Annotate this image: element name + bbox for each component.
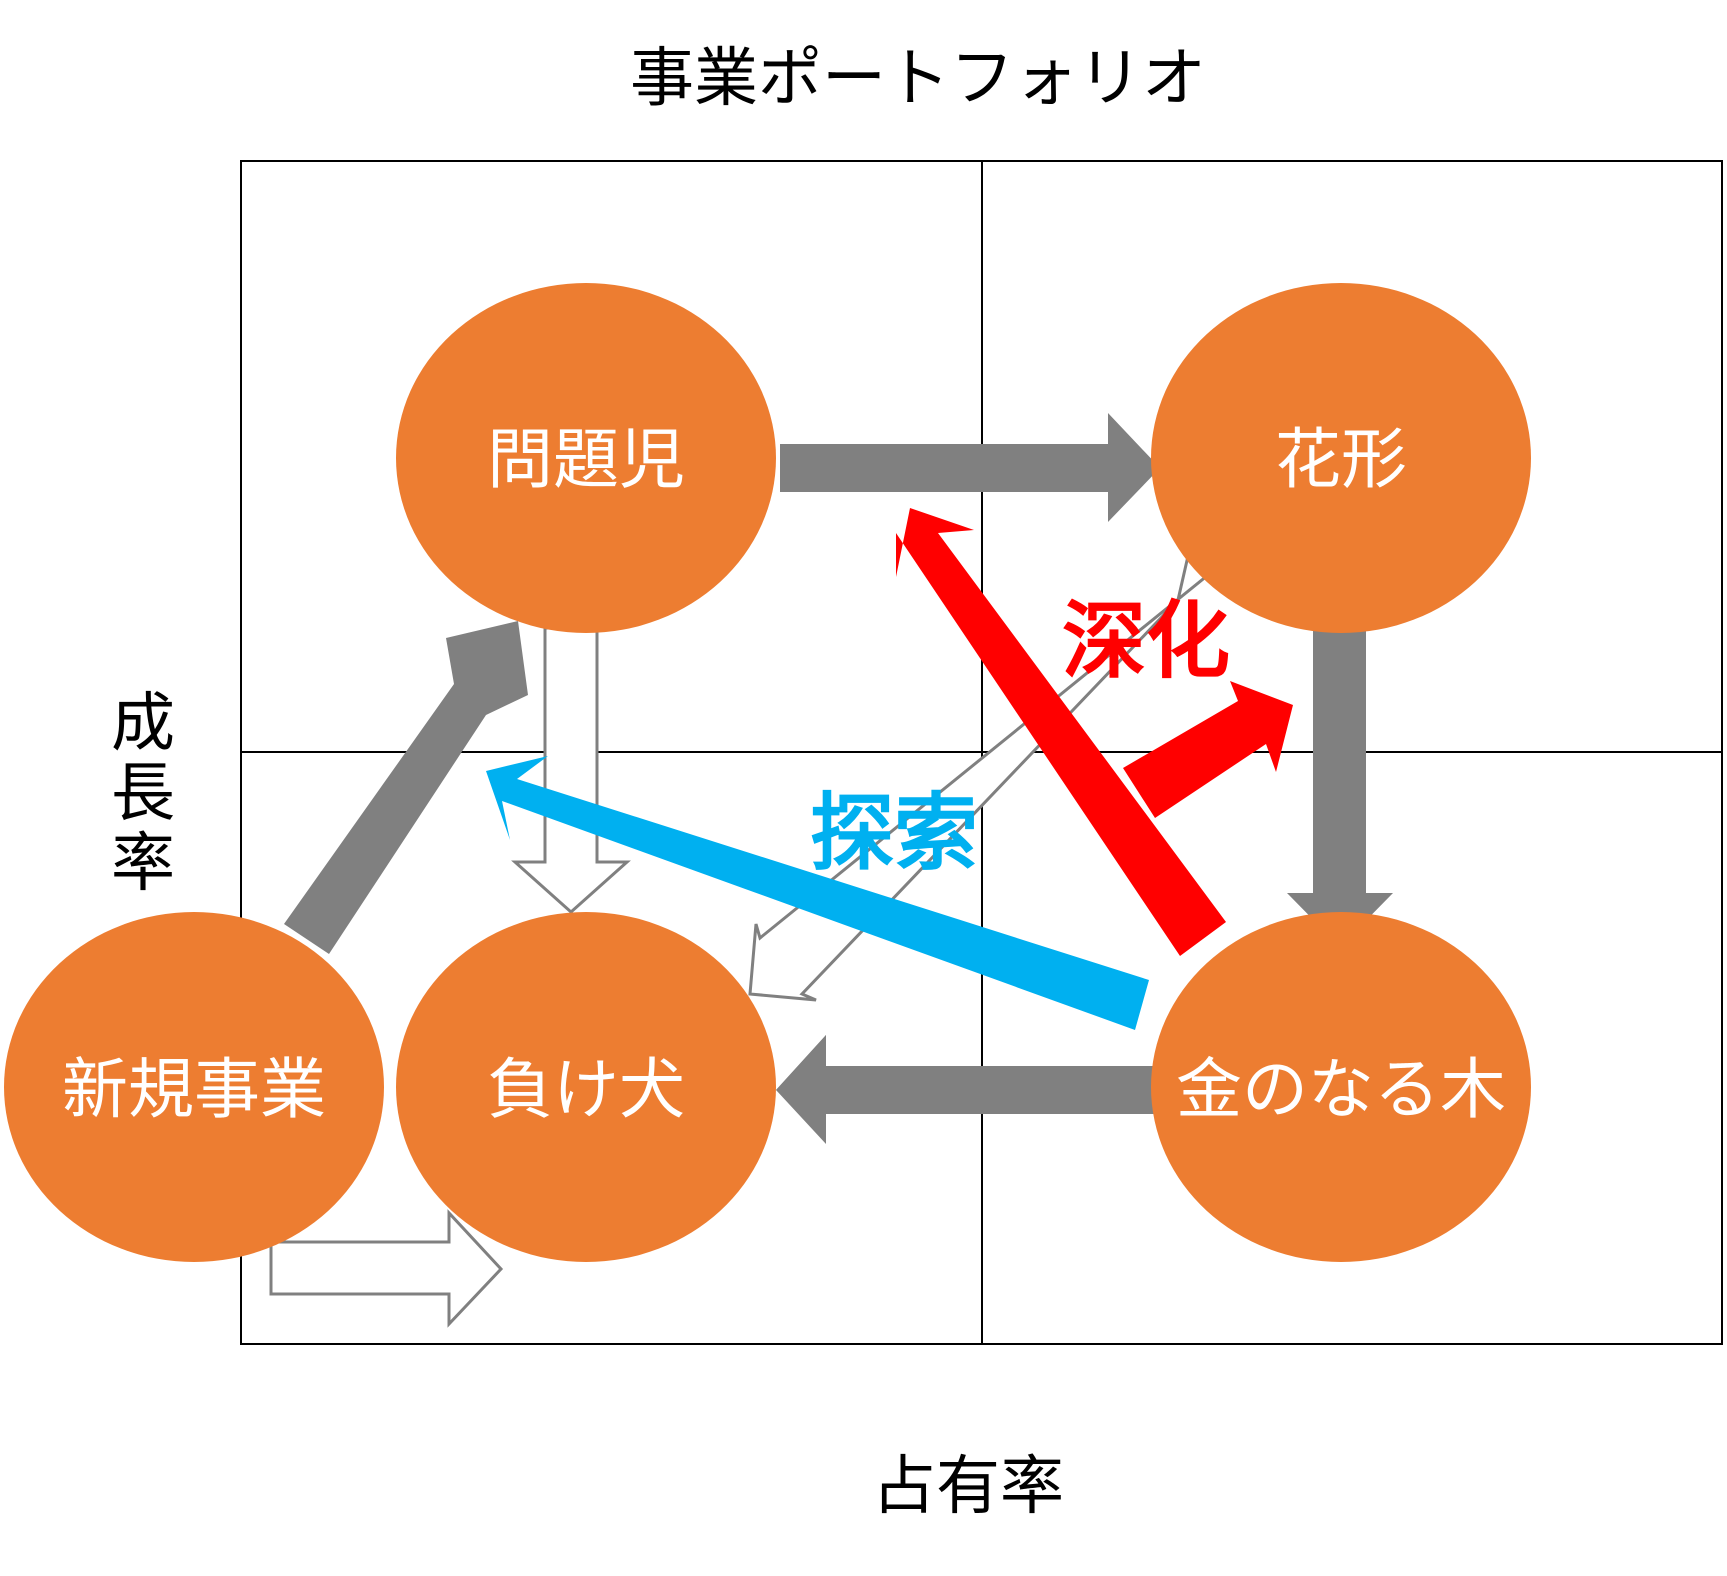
node-cash-cow-label: 金のなる木 — [1176, 1051, 1506, 1128]
node-dog-label: 負け犬 — [487, 1051, 685, 1128]
node-problem-child-label: 問題児 — [487, 421, 685, 498]
node-cash-cow-circle — [1151, 912, 1531, 1262]
node-new-business-circle — [4, 912, 384, 1262]
node-star-circle — [1151, 283, 1531, 633]
x-axis-label: 占有率 — [872, 1450, 1064, 1524]
node-dog-circle — [396, 912, 776, 1262]
arrow-problem-child-to-star — [780, 413, 1160, 522]
node-problem-child: 問題児 — [396, 283, 776, 633]
exploration-label: 探索 — [810, 784, 978, 882]
node-cash-cow: 金のなる木 — [1151, 912, 1531, 1262]
exploration-arrow-shape — [486, 756, 1149, 1030]
gray-arrows — [284, 413, 1393, 1144]
arrow-new-business-to-problem-child — [284, 621, 528, 954]
node-dog: 負け犬 — [396, 912, 776, 1262]
y-axis-label-char-3: 率 — [111, 827, 175, 901]
arrow-star-to-cash-cow — [1287, 566, 1393, 947]
exploration-arrow — [486, 756, 1149, 1030]
node-new-business-label: 新規事業 — [62, 1051, 326, 1128]
deepening-arrow-to-star — [1123, 681, 1293, 818]
matrix-grid — [240, 160, 1723, 1345]
node-new-business: 新規事業 — [4, 912, 384, 1262]
node-star-label: 花形 — [1275, 421, 1407, 498]
outline-arrow-problem-child-to-dog — [511, 626, 631, 915]
node-star: 花形 — [1151, 283, 1531, 633]
deepening-arrow-to-problem-child — [896, 508, 1226, 956]
diagram-title: 事業ポートフォリオ — [630, 42, 1206, 116]
arrow-cash-cow-to-dog-body — [776, 1035, 1157, 1144]
nodes: 問題児 花形 新規事業 負け犬 金のなる木 — [4, 283, 1531, 1262]
deepening-label: 深化 — [1062, 592, 1230, 690]
y-axis-label: 成 長 率 — [111, 687, 175, 901]
y-axis-label-char-1: 成 — [111, 687, 175, 761]
node-problem-child-circle — [396, 283, 776, 633]
y-axis-label-char-2: 長 — [111, 757, 175, 831]
outline-arrow-new-business-to-dog — [269, 1209, 504, 1328]
deepening-arrows — [896, 508, 1293, 956]
